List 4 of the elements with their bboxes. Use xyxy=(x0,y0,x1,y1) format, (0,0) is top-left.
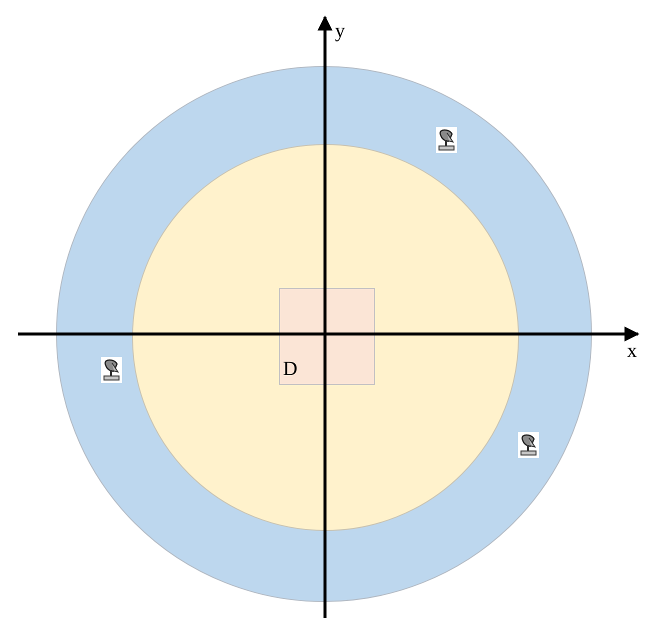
square-region xyxy=(279,288,375,385)
axis-label: x xyxy=(627,341,637,361)
axis-label: y xyxy=(335,21,345,41)
region-label: D xyxy=(283,359,298,379)
